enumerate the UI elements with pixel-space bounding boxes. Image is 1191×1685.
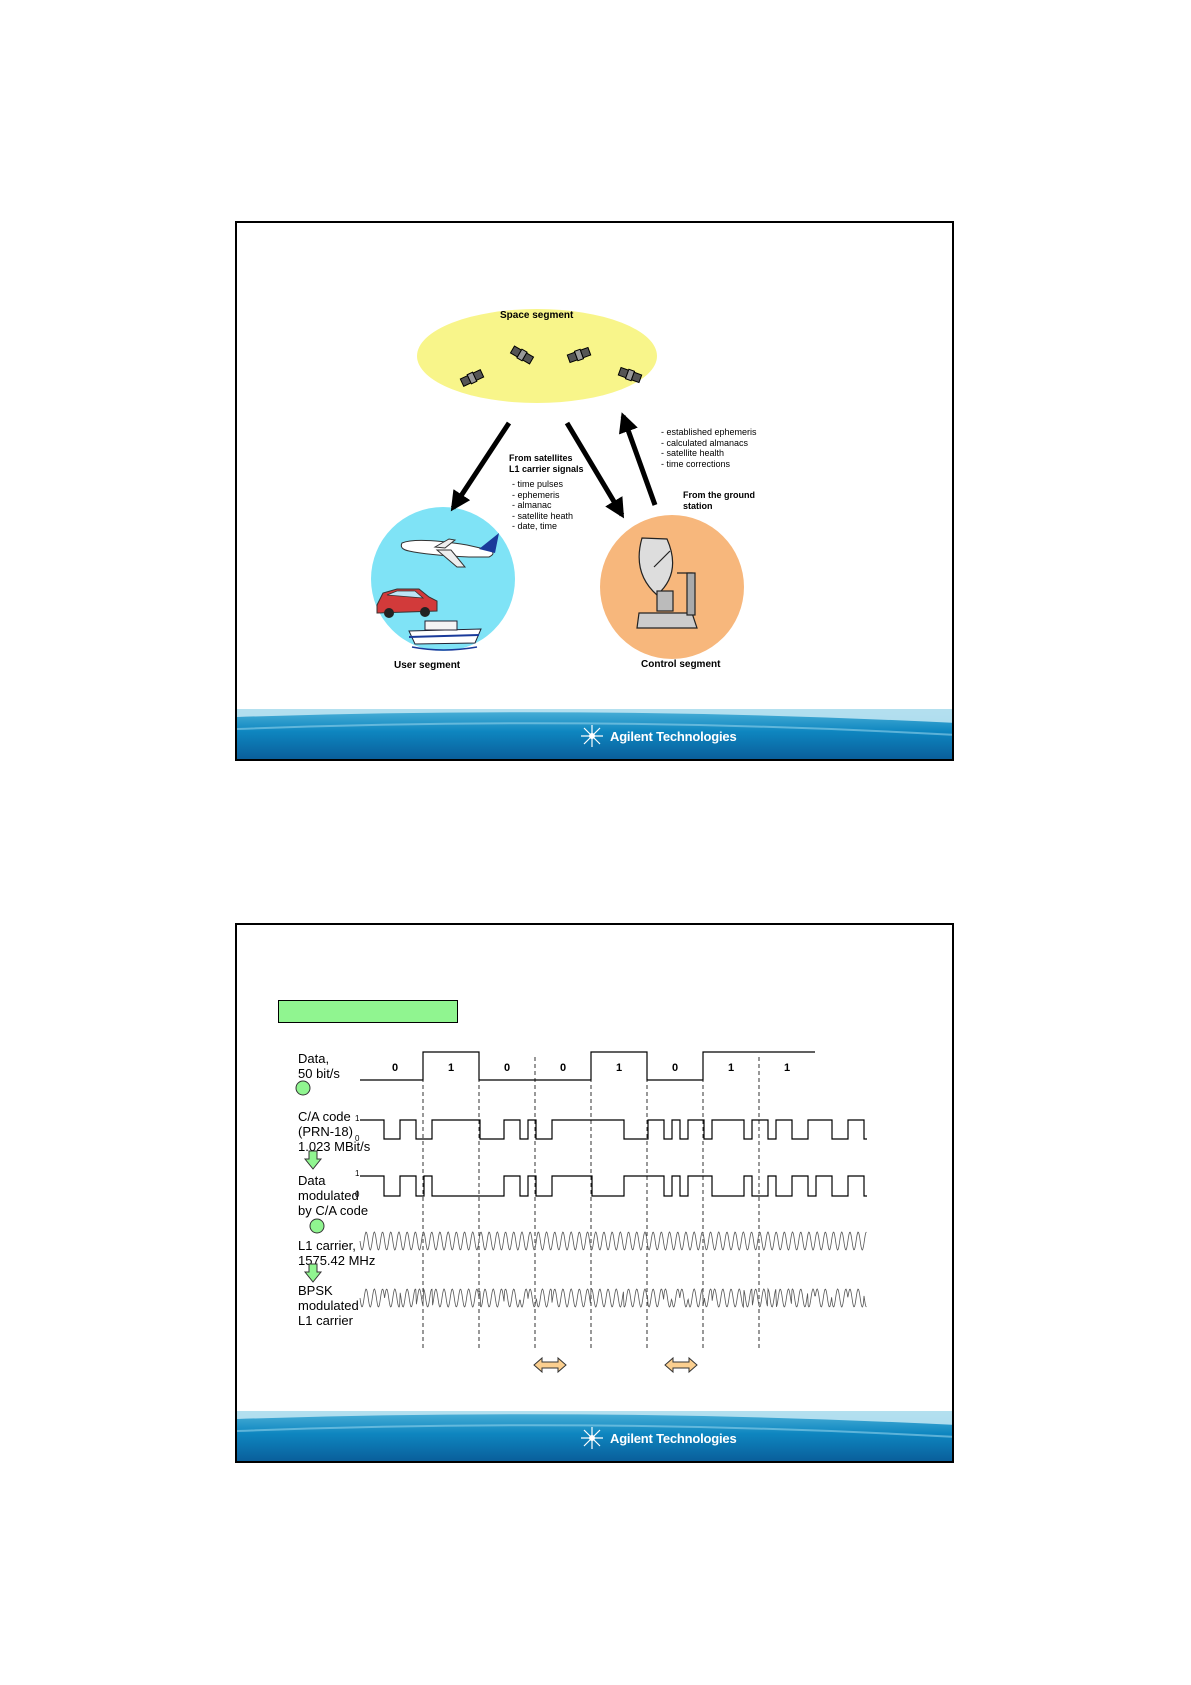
double-arrow-icon	[664, 1356, 698, 1374]
level-high: 1	[355, 1114, 360, 1123]
space-segment-label: Space segment	[500, 310, 574, 321]
user-segment-label: User segment	[394, 660, 461, 671]
level-low: 0	[355, 1190, 360, 1199]
logo-text: Agilent Technologies	[610, 1430, 737, 1446]
space-segment-ellipse	[417, 309, 657, 403]
satellite-icon	[617, 366, 643, 384]
down-arrow-icon	[303, 1263, 323, 1283]
bit-label: 1	[784, 1062, 790, 1074]
label-data-rate: Data, 50 bit/s	[298, 1051, 340, 1081]
satellite-dish-icon	[636, 537, 698, 629]
ground-station-list: - established ephemeris - calculated alm…	[661, 427, 757, 469]
arrow-to-user	[450, 421, 512, 512]
multiply-circle	[295, 1080, 311, 1096]
car-icon	[376, 588, 438, 618]
slide-footer: Agilent Technologies	[237, 1411, 952, 1461]
bit-label: 1	[448, 1062, 454, 1074]
bit-label: 0	[504, 1062, 510, 1074]
multiply-circle	[309, 1218, 325, 1234]
carrier-waveform	[359, 1231, 867, 1251]
ca-code-waveform	[360, 1119, 867, 1140]
agilent-spark-icon	[581, 1427, 603, 1449]
satellite-icon	[509, 345, 535, 365]
agilent-logo: Agilent Technologies	[580, 1426, 737, 1450]
level-low: 0	[355, 1134, 360, 1143]
bit-label: 0	[560, 1062, 566, 1074]
slide-gps-segments: Space segment User segment Control segme…	[235, 221, 954, 761]
satellite-icon	[459, 369, 485, 387]
logo-text: Agilent Technologies	[610, 728, 737, 744]
arrow-to-space	[619, 412, 658, 506]
slide-bpsk-modulation: Data, 50 bit/s C/A code (PRN-18) 1.023 M…	[235, 923, 954, 1463]
footer-swoosh	[237, 709, 952, 736]
airplane-icon	[400, 533, 499, 568]
label-bpsk: BPSK modulated L1 carrier	[298, 1283, 359, 1328]
green-title-bar	[278, 1000, 458, 1023]
slide-footer: Agilent Technologies	[237, 709, 952, 759]
control-segment-circle	[600, 515, 744, 659]
agilent-spark-icon	[581, 725, 603, 747]
double-arrow-icon	[533, 1356, 567, 1374]
footer-swoosh	[237, 1411, 952, 1438]
bpsk-waveform	[359, 1287, 867, 1309]
agilent-logo: Agilent Technologies	[580, 724, 737, 748]
control-segment-label: Control segment	[641, 659, 721, 670]
label-modulated: Data modulated by C/A code	[298, 1173, 369, 1218]
satellite-icon	[566, 346, 592, 364]
modulated-waveform	[360, 1175, 867, 1197]
bit-label: 0	[392, 1062, 398, 1074]
bit-labels: 0 1 0 0 1 0 1 1	[392, 1062, 790, 1074]
data-waveform	[360, 1051, 815, 1081]
bit-label: 1	[616, 1062, 622, 1074]
level-high: 1	[355, 1169, 360, 1178]
segments-diagram	[371, 309, 744, 659]
boat-icon	[408, 620, 482, 651]
label-ca-code: C/A code (PRN-18) 1.023 MBit/s	[298, 1109, 371, 1154]
bpsk-waveform-diagram: 1 0 1 0 0 1 0 0 1 0 1 1	[295, 1051, 867, 1374]
down-arrow-icon	[303, 1150, 323, 1170]
from-satellites-label: From satellites L1 carrier signals	[509, 453, 584, 474]
bit-label: 1	[728, 1062, 734, 1074]
arrow-to-control	[564, 421, 625, 519]
satellite-signal-list: - time pulses - ephemeris - almanac - sa…	[512, 479, 574, 531]
from-ground-label: From the ground station	[683, 490, 755, 511]
bit-label: 0	[672, 1062, 678, 1074]
